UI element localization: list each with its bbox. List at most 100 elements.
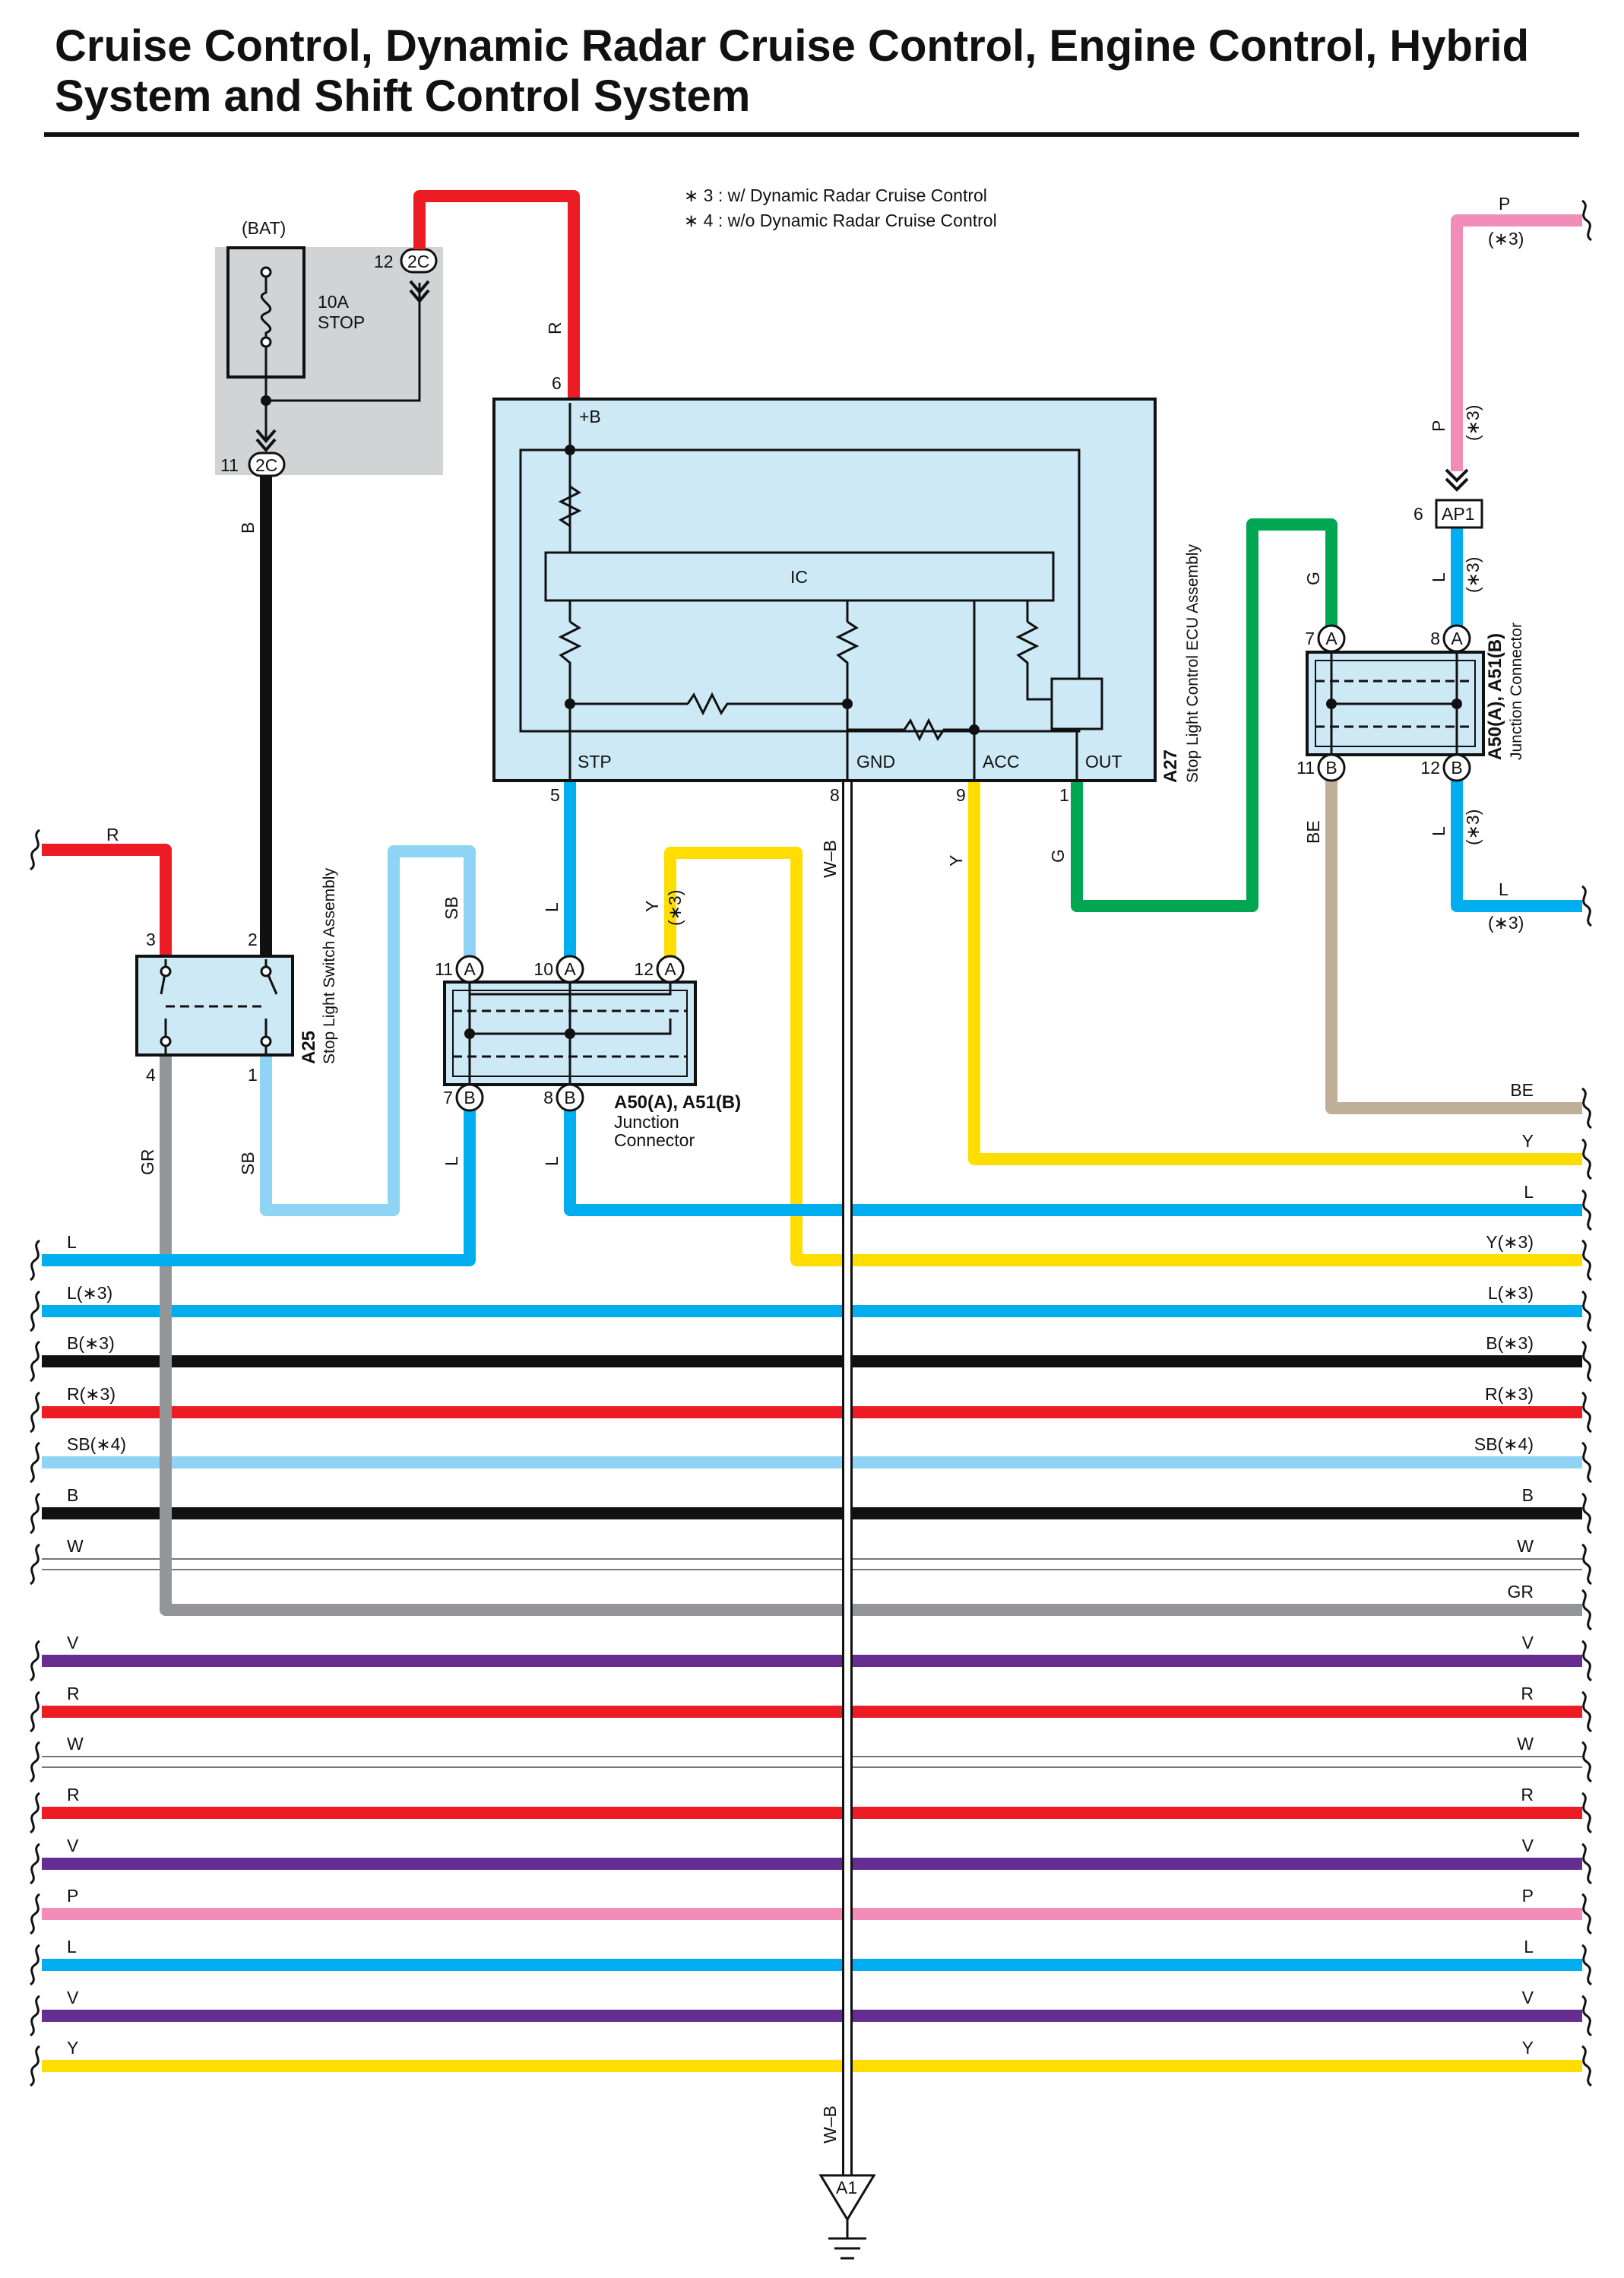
break-left-16 [29, 2045, 41, 2087]
ecu-resistor-3 [835, 620, 859, 669]
switch-pin-3: 3 [146, 930, 156, 949]
bus-label-left-12: V [67, 1836, 79, 1855]
break-right-5 [1581, 1290, 1593, 1332]
lbl-p-right: P [1429, 420, 1448, 432]
bus-label-left-13: P [67, 1886, 78, 1906]
jc-right-pin-8-number: 8 [1430, 629, 1440, 648]
break-left-2 [29, 1290, 41, 1332]
fuse-source: (BAT) [242, 218, 286, 238]
lbl-r-sw: R [106, 825, 119, 844]
switch-node-d [260, 1035, 272, 1047]
jc-right-pin-8-side: A [1451, 629, 1463, 648]
switch-pin-4: 4 [146, 1065, 156, 1085]
title-rule [44, 132, 1579, 137]
break-left-1 [29, 1239, 41, 1282]
ecu-pb-pin: 6 [552, 373, 562, 393]
break-right-19 [1581, 1994, 1593, 2037]
bus-label-right-18: L [1524, 1937, 1534, 1956]
lbl-p-top-note: (∗3) [1488, 229, 1524, 249]
jc-right-pin-7 [1317, 624, 1346, 653]
fuse-name: STOP [318, 312, 365, 332]
jc-right-pin-11-side: B [1325, 758, 1337, 778]
bus-label-right-15: R [1521, 1785, 1534, 1804]
break-left-7 [29, 1543, 41, 1586]
connector-2c-top-label: 2C [407, 252, 429, 271]
fuse-block: (BAT) 10A STOP 2C 12 2C 11 [215, 218, 443, 477]
junction-connector-center: A50(A), A51(B) Junction Connector [443, 981, 741, 1150]
jc-right-pin-12-side: B [1451, 758, 1462, 778]
ecu-node-4 [969, 724, 980, 735]
jc-center-pin-11-side: A [464, 959, 476, 979]
ecu-ic-label: IC [790, 567, 808, 587]
bus-wires [42, 1305, 1582, 2072]
bus-label-right-2: Y [1522, 1131, 1534, 1151]
lbl-r-fuse-ecu: R [545, 322, 565, 334]
page-title: Cruise Control, Dynamic Radar Cruise Con… [55, 21, 1529, 121]
ap1-pin: 6 [1413, 504, 1423, 524]
ecu-node-2 [565, 699, 575, 709]
jc-right-pin-12-number: 12 [1420, 758, 1440, 778]
break-left-3 [29, 1340, 41, 1383]
break-left-5 [29, 1441, 41, 1484]
jc-right-pin-12 [1442, 753, 1471, 782]
break-right-9 [1581, 1492, 1593, 1535]
break-right-8 [1581, 1441, 1593, 1484]
ecu-pin-out: 1 [1059, 785, 1069, 805]
jc-right-pin-7-side: A [1325, 629, 1338, 648]
jc-center-pin-8-side: B [564, 1088, 575, 1107]
ecu-resistor-6 [903, 718, 950, 742]
lbl-l-right-top: L [1429, 572, 1448, 582]
lbl-b-fuse-switch: B [238, 522, 258, 534]
break-left-11 [29, 1792, 41, 1834]
break-right-10 [1581, 1543, 1593, 1586]
ecu-pin-acc: 9 [956, 785, 966, 805]
break-right-13 [1581, 1690, 1593, 1733]
ecu-terminal-out: OUT [1085, 752, 1122, 771]
jc-center-pin-7 [455, 1083, 484, 1112]
fuse-bottom-pin: 11 [220, 455, 239, 475]
lbl-l-jc8: L [542, 1156, 562, 1166]
bus-label-left-11: R [67, 1785, 80, 1804]
bus-label-right-10: W [1517, 1536, 1534, 1556]
bus-label-right-4: Y(∗3) [1486, 1232, 1534, 1252]
note-4: ∗ 4 : w/o Dynamic Radar Cruise Control [684, 211, 997, 230]
wire-be-right [1325, 777, 1582, 1114]
bus-label-left-8: V [67, 1633, 79, 1652]
ecu-node-1 [565, 445, 575, 455]
break-extra-1 [29, 829, 41, 871]
bus-label-right-14: W [1517, 1734, 1534, 1754]
bus-label-right-17: P [1522, 1886, 1534, 1906]
wire-l-jc7 [42, 1101, 476, 1266]
jc-right-pin-11-number: 11 [1296, 758, 1315, 778]
jc-center-node-1 [464, 1028, 475, 1039]
break-right-11 [1581, 1589, 1593, 1631]
jc-center-id: A50(A), A51(B) [614, 1092, 741, 1113]
jc-center-pin-8-number: 8 [543, 1088, 553, 1107]
ground-triangle [818, 2174, 876, 2222]
lbl-y-jc12: Y [642, 901, 662, 912]
break-right-14 [1581, 1741, 1593, 1783]
bus-labels: BEYLY(∗3)L(∗3)B(∗3)R(∗3)SB(∗4)BWGRVRWRVP… [67, 1080, 1534, 2058]
break-right-7 [1581, 1391, 1593, 1434]
ecu-pb-label: +B [579, 407, 601, 426]
break-right-20 [1581, 2045, 1593, 2087]
bus-label-left-5: SB(∗4) [67, 1434, 126, 1454]
connector-ap1: AP1 6 [1413, 468, 1483, 529]
break-right-12 [1581, 1640, 1593, 1682]
break-right-16 [1581, 1842, 1593, 1885]
ground-a1: A1 W–B [818, 2105, 876, 2260]
wire-l-right-bottom [1451, 777, 1582, 912]
lbl-l-right: L [1499, 879, 1508, 899]
stop-light-control-ecu: IC +B 6 STP GND ACC OUT 5 8 9 1 A27 Stop… [492, 373, 1201, 805]
jc-right-pin-11 [1317, 753, 1346, 782]
bus-label-left-6: B [67, 1485, 78, 1505]
bus-label-left-16: Y [67, 2038, 78, 2058]
wire-r-switch-in [42, 844, 172, 958]
jc-center-pin-10-number: 10 [533, 959, 553, 979]
connector-2c-bottom-arrow [255, 429, 277, 453]
break-right-15 [1581, 1792, 1593, 1834]
bus-label-left-10: W [67, 1734, 84, 1754]
ecu-id: A27 [1160, 749, 1181, 783]
